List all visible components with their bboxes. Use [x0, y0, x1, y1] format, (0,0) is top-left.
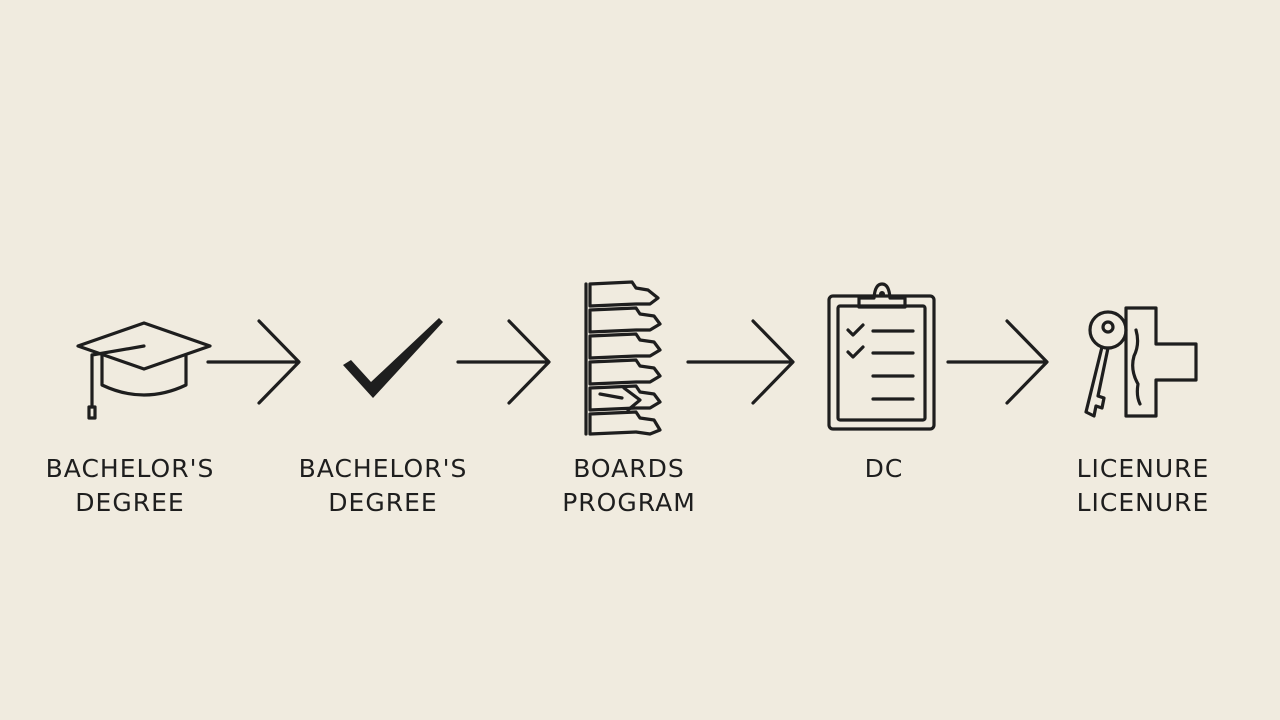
clipboard-checklist-icon	[827, 282, 936, 431]
step-5-label: LICENURE LICENURE	[1023, 452, 1263, 520]
step-5-label-line2: LICENURE	[1076, 488, 1210, 517]
step-1-label-line1: BACHELOR'S	[45, 454, 215, 483]
step-3-label-line1: BOARDS	[573, 454, 685, 483]
arrow-1	[206, 319, 301, 405]
step-2-label-line1: BACHELOR'S	[298, 454, 468, 483]
key-medical-cross-icon	[1084, 306, 1198, 418]
step-1-label-line2: DEGREE	[75, 488, 185, 517]
step-3-label-line2: PROGRAM	[562, 488, 696, 517]
step-1-label: BACHELOR'S DEGREE	[10, 452, 250, 520]
step-3-label: BOARDS PROGRAM	[509, 452, 749, 520]
step-5-label-line1: LICENURE	[1076, 454, 1210, 483]
step-2-label: BACHELOR'S DEGREE	[263, 452, 503, 520]
step-4-label: DC	[764, 452, 1004, 486]
step-2-label-line2: DEGREE	[328, 488, 438, 517]
arrow-3	[686, 319, 795, 405]
arrow-2	[456, 319, 551, 405]
arrow-4	[946, 319, 1049, 405]
step-4-label-line1: DC	[864, 454, 904, 483]
spine-icon	[584, 280, 662, 436]
graduation-cap-icon	[76, 321, 212, 420]
checkmark-icon	[343, 318, 443, 398]
